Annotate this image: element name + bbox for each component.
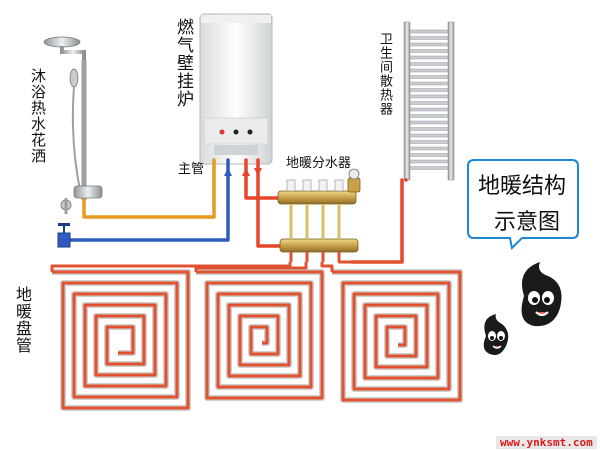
floor-heating-manifold <box>277 168 361 262</box>
towel-radiator <box>403 21 455 181</box>
radiator-bar <box>409 120 449 125</box>
radiator-bar <box>409 49 449 53</box>
manifold-valve-cap <box>318 179 328 192</box>
manifold-valve-cap <box>302 179 312 192</box>
radiator-label: 卫生间散热器 <box>377 32 392 116</box>
floor-coil-outline <box>196 269 325 401</box>
boiler-return-pipe <box>256 158 284 248</box>
radiator-bar <box>409 36 449 40</box>
callout-bubble <box>467 159 579 250</box>
manifold-valve-cap <box>334 179 344 192</box>
radiator-bar <box>409 166 449 170</box>
radiator-bar <box>409 140 449 144</box>
coil-connector-pipe <box>50 262 292 272</box>
shower-fixture <box>43 36 103 214</box>
radiator-bar <box>409 101 449 105</box>
floor-coil-2 <box>196 270 324 400</box>
manifold-valves <box>286 179 344 262</box>
floor-coil-1 <box>52 270 190 410</box>
radiator-bar <box>409 42 449 47</box>
radiator-bars <box>409 29 449 170</box>
cold-valve <box>57 223 71 248</box>
manifold-label: 地暖分水器 <box>286 156 352 171</box>
coil-connector-pipe <box>194 262 308 272</box>
radiator-bar <box>409 81 449 86</box>
radiator-bar <box>409 75 449 79</box>
radiator-bar <box>409 107 449 112</box>
floor-coil-outline <box>52 269 191 411</box>
gas-boiler <box>199 13 273 165</box>
radiator-bar <box>409 127 449 131</box>
floor-coil-3 <box>332 270 462 402</box>
radiator-bar <box>409 94 449 99</box>
floor-coil-outline <box>332 269 463 403</box>
manifold-valve-cap <box>286 179 296 192</box>
radiator-feed-pipe <box>350 178 404 264</box>
radiator-bar <box>409 62 449 66</box>
shower-hot-water-pipe <box>82 158 216 219</box>
mascot-large <box>521 262 562 327</box>
radiator-bar <box>409 159 449 164</box>
radiator-bar <box>409 153 449 157</box>
callout-title-line1: 地暖结构 <box>478 174 567 199</box>
watermark-text: www.ynksmt.com <box>496 436 597 449</box>
radiator-bar <box>409 29 449 34</box>
callout-title-line2: 示意图 <box>494 210 561 235</box>
radiator-bar <box>409 88 449 92</box>
floor-heating-coils <box>50 260 463 411</box>
radiator-bar <box>409 133 449 138</box>
floor-coil-label: 地暖盘管 <box>13 286 32 354</box>
radiator-bar <box>409 114 449 118</box>
coil-connector-pipe <box>320 262 334 272</box>
main-pipe-label: 主管 <box>178 162 205 177</box>
cold-supply-pipe <box>68 158 230 242</box>
shower-label: 沐浴热水花洒 <box>29 68 47 164</box>
radiator-bar <box>409 146 449 151</box>
radiator-bar <box>409 55 449 60</box>
radiator-bar <box>409 68 449 73</box>
boiler-label: 燃气壁挂炉 <box>173 18 193 108</box>
mascot-small <box>483 314 509 355</box>
flow-arrows <box>224 168 262 176</box>
boiler-supply-pipe <box>244 158 282 200</box>
